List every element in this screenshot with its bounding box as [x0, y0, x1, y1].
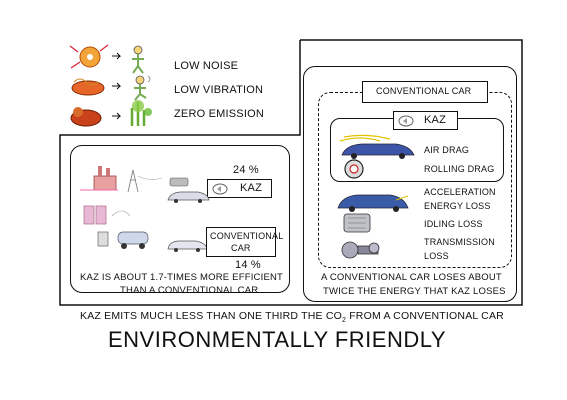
illustration-icon: [69, 44, 152, 127]
energy-loss-caption-line1: A CONVENTIONAL CAR LOSES ABOUT: [321, 272, 502, 283]
rolling-drag-wheel-icon: [344, 159, 364, 179]
conventional-car-title: CONVENTIONAL CAR: [376, 86, 472, 96]
energy-loss-caption-line2: TWICE THE ENERGY THAT KAZ LOSES: [323, 286, 506, 297]
kaz-percent: 24 %: [233, 164, 259, 176]
loss-acceleration-line1: ACCELERATION: [424, 187, 496, 197]
loss-transmission-line1: TRANSMISSION: [424, 237, 495, 247]
efficiency-caption-line2: THAN A CONVENTIONAL CAR: [120, 285, 259, 296]
feature-zero-emission: ZERO EMISSION: [174, 108, 264, 120]
loss-transmission-line2: LOSS: [424, 251, 449, 261]
conventional-car-label-box: CONVENTIONAL CAR: [206, 227, 283, 257]
loss-rolling-drag: ROLLING DRAG: [424, 164, 495, 174]
kaz-logo-icon: [212, 183, 228, 195]
right-kaz-logo-icon: [398, 115, 414, 127]
co2-subscript: 2: [341, 317, 347, 325]
efficiency-caption-line1: KAZ IS ABOUT 1.7-TIMES MORE EFFICIENT: [80, 272, 284, 283]
co2-statement-part2: FROM A CONVENTIONAL CAR: [346, 310, 504, 322]
co2-statement: KAZ EMITS MUCH LESS THAN ONE THIRD THE C…: [80, 310, 504, 324]
kaz-label-box: KAZ: [207, 179, 272, 198]
conventional-percent: 14 %: [235, 259, 261, 271]
conventional-car-icon: [167, 240, 208, 252]
energy-chain-illustration: [80, 166, 189, 249]
acceleration-car-icon: [337, 194, 409, 212]
kaz-label: KAZ: [240, 182, 262, 194]
page-title: ENVIRONMENTALLY FRIENDLY: [108, 327, 446, 352]
transmission-gear-icon: [341, 241, 380, 259]
loss-acceleration-line2: ENERGY LOSS: [424, 201, 491, 211]
feature-low-vibration: LOW VIBRATION: [174, 84, 264, 96]
energy-loss-panel: [303, 66, 517, 302]
right-kaz-label: KAZ: [424, 114, 446, 126]
feature-low-noise: LOW NOISE: [174, 60, 239, 72]
conventional-label-line1: CONVENTIONAL: [210, 231, 284, 241]
idling-engine-icon: [343, 213, 371, 233]
loss-air-drag: AIR DRAG: [424, 145, 470, 155]
conventional-label-line2: CAR: [231, 243, 251, 253]
kaz-car-icon: [167, 191, 210, 203]
conventional-car-title-box: CONVENTIONAL CAR: [362, 81, 488, 103]
right-kaz-label-box: KAZ: [393, 111, 458, 130]
co2-statement-part1: KAZ EMITS MUCH LESS THAN ONE THIRD THE C…: [80, 310, 342, 322]
feature-illustrations: [68, 42, 163, 132]
loss-idling: IDLING LOSS: [424, 219, 483, 229]
air-drag-car-icon: [339, 134, 415, 159]
